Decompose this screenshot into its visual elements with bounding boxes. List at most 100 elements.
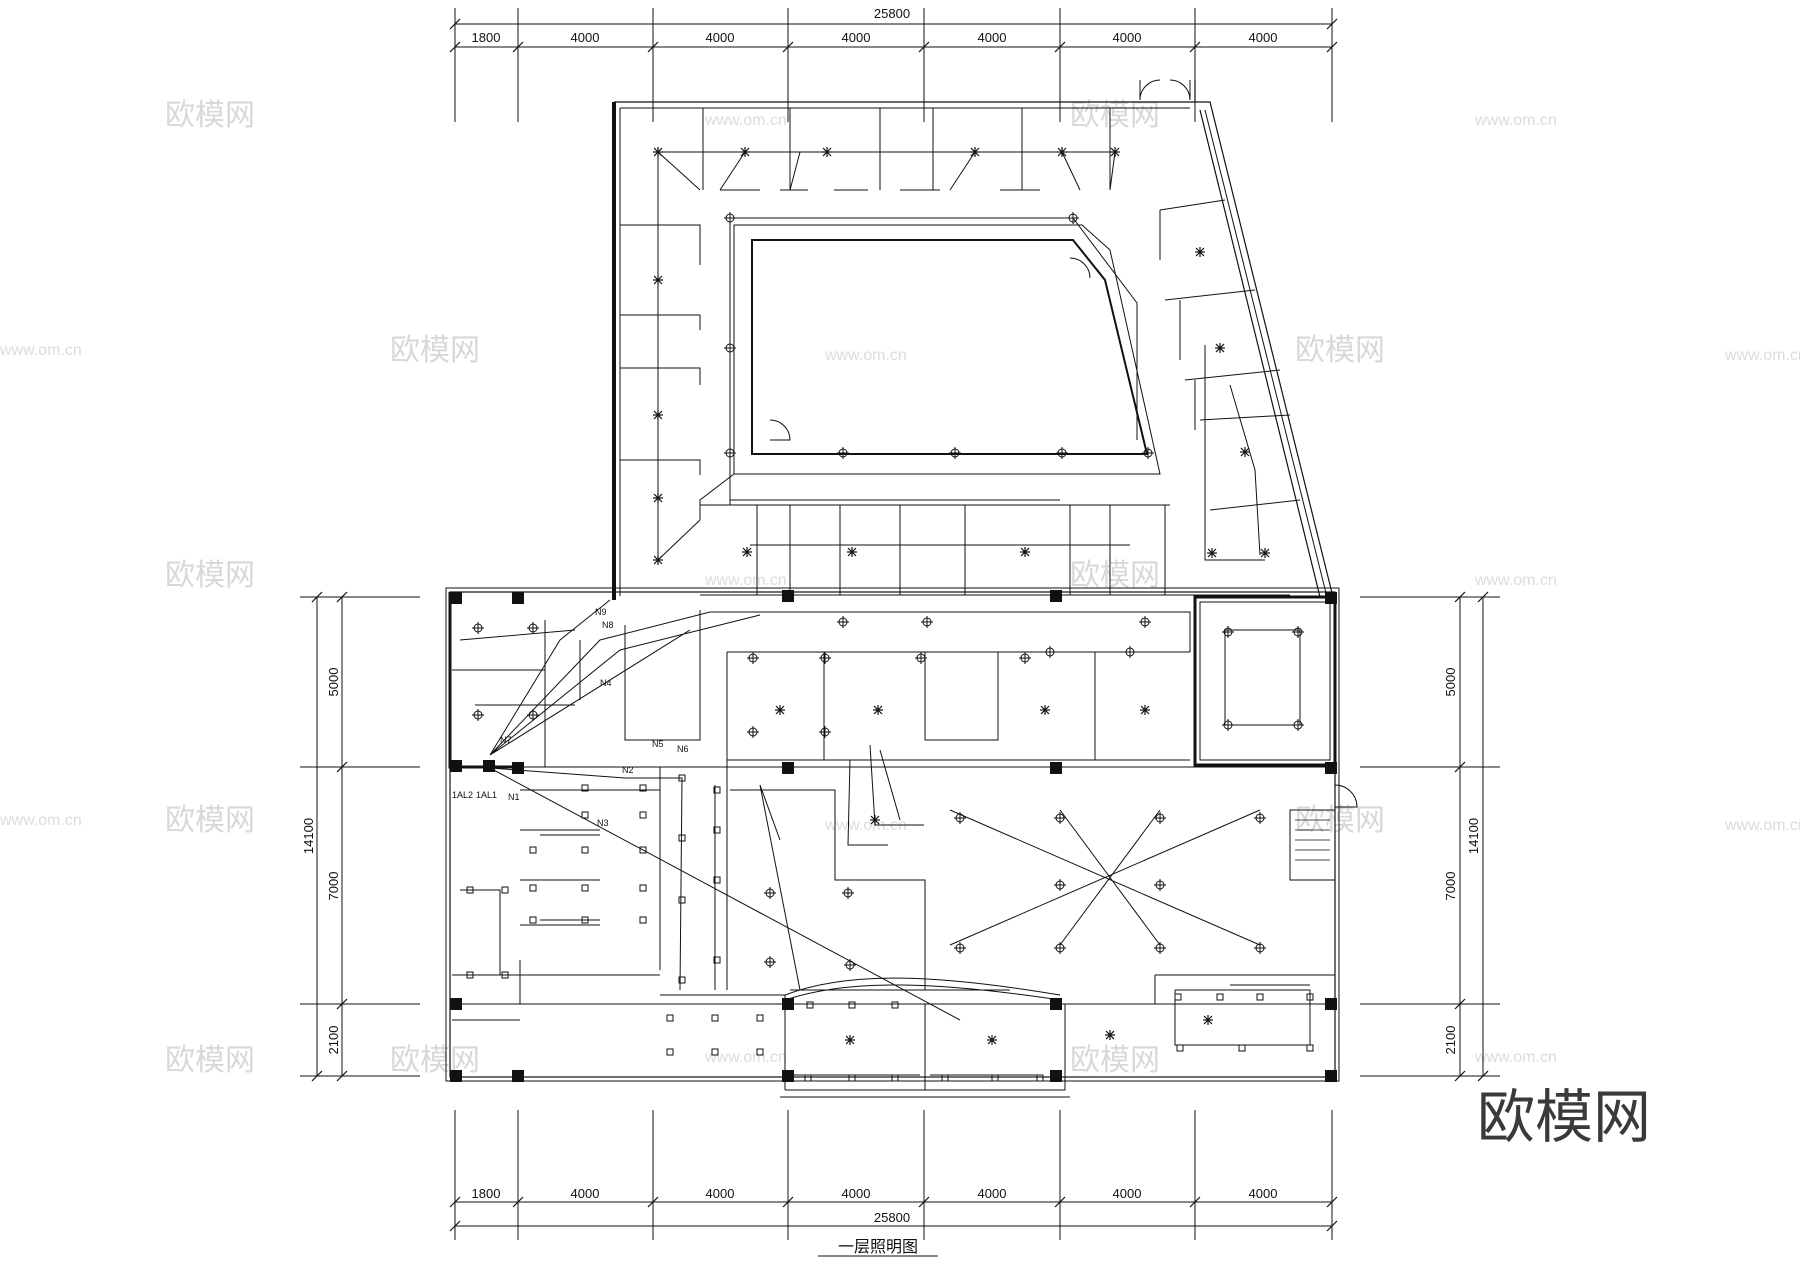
watermark-url: www.om.cn (704, 112, 787, 129)
left-dim-seg: 2100 (326, 1026, 341, 1055)
column-layer (450, 590, 1337, 1082)
top-dim-seg: 4000 (842, 30, 871, 45)
ceiling-panel-icon (466, 971, 474, 979)
downlight-icon (472, 709, 484, 721)
top-dim-seg: 4000 (1249, 30, 1278, 45)
ceiling-panel-icon (711, 1014, 719, 1022)
watermark-url: www.om.cn (1474, 112, 1557, 129)
watermark-url: www.om.cn (1474, 572, 1557, 589)
circuit-label: N5 (652, 739, 664, 749)
downlight-icon (1044, 646, 1056, 658)
watermark-logo: 欧模网 (1295, 803, 1385, 838)
watermark-logo: 欧模网 (390, 1043, 480, 1078)
downlight-icon (837, 616, 849, 628)
top-dimension-ticks (449, 18, 1338, 53)
ceiling-panel-icon (529, 846, 537, 854)
downlight-icon (1124, 646, 1136, 658)
downlight-icon (1019, 652, 1031, 664)
downlight-icon (1142, 447, 1154, 459)
ceiling-panel-icon (581, 811, 589, 819)
circuit-label: 1AL1 (476, 790, 497, 800)
ceiling-panel-icon (1036, 1074, 1044, 1082)
ceiling-panel-icon (1256, 993, 1264, 1001)
circuit-label: N9 (595, 607, 607, 617)
ceiling-panel-icon (529, 916, 537, 924)
pendant-light-icon (1203, 1015, 1213, 1025)
bottom-dim-seg: 4000 (571, 1186, 600, 1201)
bottom-dim-seg: 1800 (472, 1186, 501, 1201)
ceiling-panel-icon (711, 1048, 719, 1056)
watermark-url: www.om.cn (704, 1049, 787, 1066)
ceiling-panel-icon (756, 1014, 764, 1022)
pendant-light-icon (1260, 548, 1270, 558)
downlight-icon (724, 447, 736, 459)
ceiling-panel-icon (639, 811, 647, 819)
watermark-url: www.om.cn (824, 347, 907, 364)
pendant-light-icon (1020, 547, 1030, 557)
fixture-layer (466, 147, 1314, 1082)
pendant-light-icon (1207, 548, 1217, 558)
structural-column (1325, 592, 1337, 604)
pendant-light-icon (653, 555, 663, 565)
ceiling-panel-icon (581, 916, 589, 924)
pendant-light-icon (822, 147, 832, 157)
left-dimension (300, 596, 420, 1077)
ceiling-panel-icon (713, 956, 721, 964)
circuit-label: 1AL2 (452, 790, 473, 800)
structural-column (1050, 590, 1062, 602)
top-total-dimension: 25800 (874, 6, 910, 21)
circuit-label: N6 (677, 744, 689, 754)
ceiling-panel-icon (891, 1001, 899, 1009)
structural-column (782, 590, 794, 602)
downlight-icon (1056, 447, 1068, 459)
right-total-dimension: 14100 (1466, 818, 1481, 854)
watermark-logo: 欧模网 (1070, 558, 1160, 593)
watermark-logo: 欧模网 (1295, 333, 1385, 368)
watermark-logo: 欧模网 (165, 558, 255, 593)
pendant-light-icon (1057, 147, 1067, 157)
circuit-label: N7 (500, 735, 512, 745)
structural-column (450, 1070, 462, 1082)
ceiling-panel-icon (678, 896, 686, 904)
downlight-icon (1154, 879, 1166, 891)
downlight-icon (747, 726, 759, 738)
pendant-light-icon (653, 493, 663, 503)
pendant-light-icon (1215, 343, 1225, 353)
top-dim-seg: 4000 (706, 30, 735, 45)
ceiling-panel-icon (1238, 1044, 1246, 1052)
downlight-icon (764, 956, 776, 968)
downlight-icon (1054, 879, 1066, 891)
ceiling-panel-icon (991, 1074, 999, 1082)
bottom-dimension-ticks (449, 1196, 1338, 1232)
ceiling-panel-icon (678, 774, 686, 782)
ceiling-panel-icon (501, 886, 509, 894)
pendant-light-icon (653, 410, 663, 420)
top-dimension (454, 8, 1333, 122)
structural-column (512, 1070, 524, 1082)
drawing-title: 一层照明图 (838, 1237, 918, 1256)
pendant-light-icon (1195, 247, 1205, 257)
ceiling-panel-icon (581, 784, 589, 792)
ceiling-panel-icon (713, 826, 721, 834)
ceiling-panel-icon (891, 1074, 899, 1082)
downlight-icon (1222, 719, 1234, 731)
ceiling-panel-icon (678, 976, 686, 984)
structural-column (782, 1070, 794, 1082)
bottom-dim-seg: 4000 (1113, 1186, 1142, 1201)
ceiling-panel-icon (848, 1074, 856, 1082)
downlight-icon (724, 212, 736, 224)
downlight-icon (724, 342, 736, 354)
downlight-icon (1292, 626, 1304, 638)
structural-column (1050, 1070, 1062, 1082)
structural-column (512, 762, 524, 774)
ceiling-panel-icon (713, 786, 721, 794)
ceiling-panel-icon (639, 884, 647, 892)
pendant-light-icon (970, 147, 980, 157)
ceiling-panel-icon (941, 1074, 949, 1082)
downlight-icon (1139, 616, 1151, 628)
downlight-icon (527, 709, 539, 721)
downlight-icon (954, 812, 966, 824)
watermark-url: www.om.cn (1474, 1049, 1557, 1066)
bottom-dimension (454, 1110, 1333, 1240)
pendant-light-icon (1140, 705, 1150, 715)
